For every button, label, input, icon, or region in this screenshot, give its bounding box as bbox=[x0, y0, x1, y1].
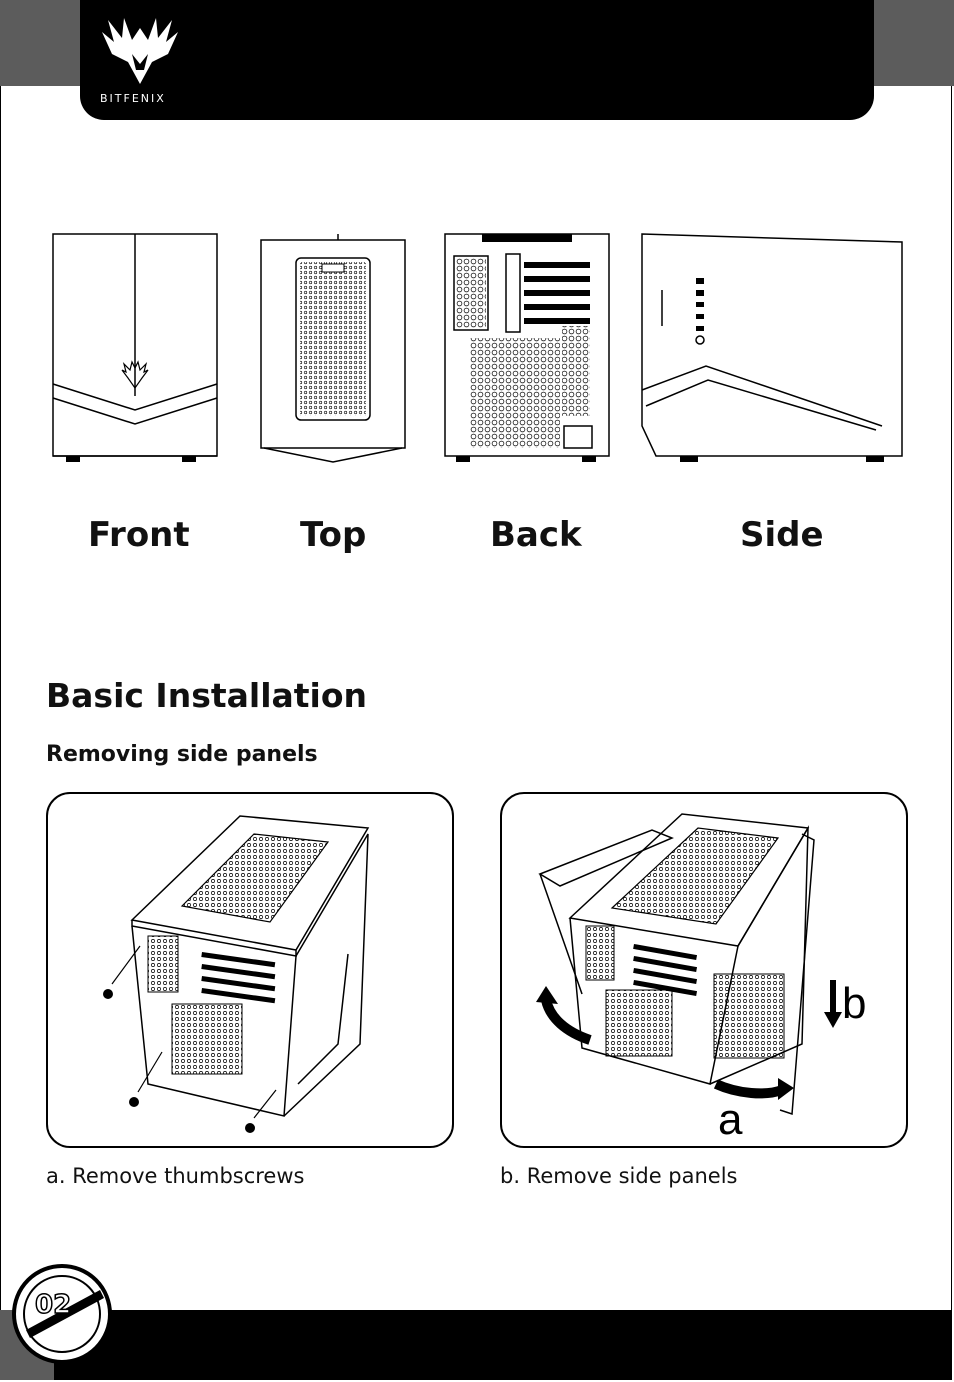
side-view-illustration bbox=[641, 233, 903, 462]
side-label: Side bbox=[740, 515, 824, 555]
remove-thumbscrews-panel bbox=[46, 792, 454, 1148]
step-b-marker: b. bbox=[500, 1164, 521, 1188]
label-a: a bbox=[718, 1095, 743, 1144]
step-b-text: Remove side panels bbox=[526, 1164, 738, 1188]
back-view-illustration bbox=[444, 233, 610, 462]
step-a-marker: a. bbox=[46, 1164, 66, 1188]
bitfenix-logo-icon bbox=[102, 18, 178, 84]
section-subtitle: Removing side panels bbox=[46, 742, 318, 767]
back-label: Back bbox=[490, 515, 582, 555]
step-b-caption: b. Remove side panels bbox=[500, 1164, 738, 1188]
logo-text: BITFENIX bbox=[100, 92, 166, 105]
remove-side-panels-panel: b a bbox=[500, 792, 908, 1148]
page-number: 02 bbox=[34, 1289, 72, 1321]
step-a-text: Remove thumbscrews bbox=[72, 1164, 305, 1188]
top-view-illustration bbox=[260, 234, 406, 463]
front-label: Front bbox=[88, 515, 190, 555]
footer-bar bbox=[54, 1310, 952, 1380]
header-corner-right bbox=[874, 0, 954, 86]
thumbscrews-illustration bbox=[103, 815, 370, 1133]
top-label: Top bbox=[300, 515, 367, 555]
side-panels-illustration: b a bbox=[536, 813, 866, 1144]
section-title: Basic Installation bbox=[46, 676, 368, 715]
front-view-illustration bbox=[52, 233, 218, 462]
header-bar bbox=[80, 0, 874, 120]
step-a-caption: a. Remove thumbscrews bbox=[46, 1164, 304, 1188]
header-corner-left bbox=[0, 0, 80, 86]
page-badge-icon bbox=[12, 1264, 112, 1364]
label-b: b bbox=[842, 979, 866, 1028]
